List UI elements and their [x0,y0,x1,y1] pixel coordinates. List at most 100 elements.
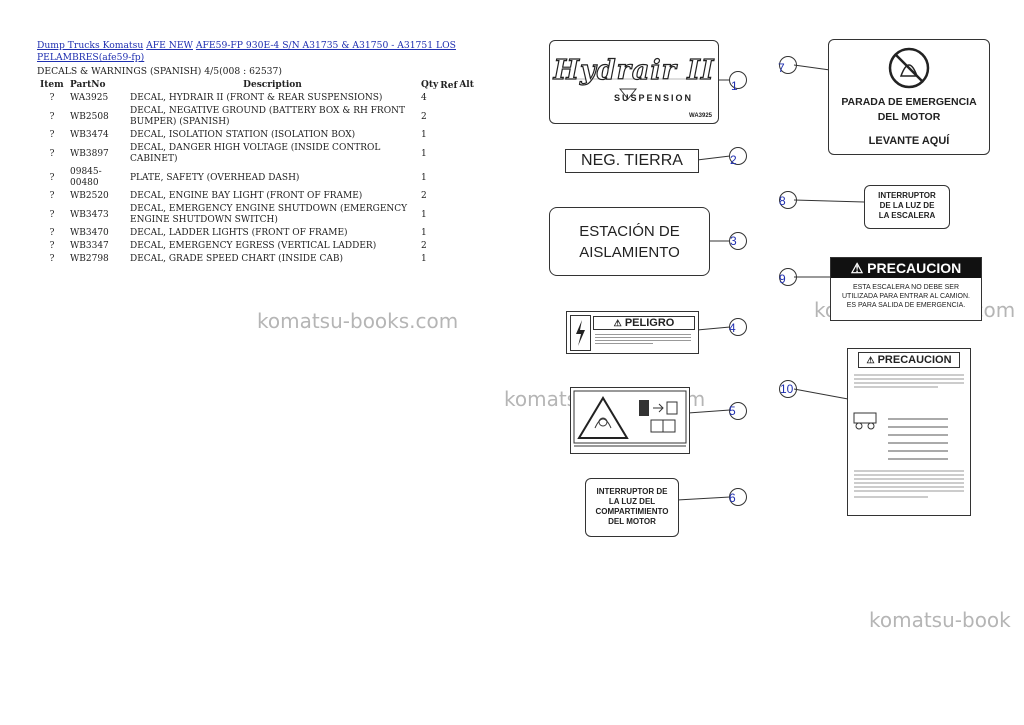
neg-tierra-text: NEG. TIERRA [581,152,683,169]
estacion-line: AISLAMIENTO [579,244,680,261]
col-item: Item [40,80,64,90]
cell-item: ? [49,241,55,251]
cell-description: DECAL, EMERGENCY ENGINE SHUTDOWN (EMERGE… [130,204,408,225]
cell-partno: WB3347 [70,241,109,251]
cell-description: DECAL, ISOLATION STATION (ISOLATION BOX) [130,130,356,140]
callout-number: 9 [779,272,786,286]
cell-description: DECAL, ENGINE BAY LIGHT (FRONT OF FRAME) [130,191,363,201]
table-row: ? WB3473 DECAL, EMERGENCY ENGINE SHUTDOWN … [37,203,477,227]
warning-triangle-icon: ⚠ [866,355,875,365]
callout-circle [779,268,797,286]
cell-qty: 2 [421,111,427,122]
interruptor-escalera-line: LA ESCALERA [878,211,936,220]
decal-neg-tierra: NEG. TIERRA [565,149,699,173]
table-row: ? WA3925 DECAL, HYDRAIR II (FRONT & REAR S… [37,92,477,105]
breadcrumb-link-model[interactable]: AFE59-FP 930E-4 S/N A31735 & A31750 - A3… [37,40,456,63]
callout-circle [729,318,747,336]
cell-qty: 1 [421,148,427,159]
callout-number: 3 [730,234,737,248]
callout-circle [729,71,747,89]
warning-triangle-icon: ⚠ [850,260,864,276]
peligro-title: PELIGRO [624,317,675,329]
estacion-line: ESTACIÓN DE [579,223,680,240]
cell-item: ? [49,148,55,159]
col-qty: Qty [421,80,439,90]
watermark: komatsu-books.com [257,309,459,333]
callout-circle [729,488,747,506]
callout-number: 4 [729,321,736,335]
callout-circle [779,56,797,74]
cell-partno: 09845-00480 [70,167,102,188]
parts-table-body: ? WA3925 DECAL, HYDRAIR II (FRONT & REAR S… [37,92,477,266]
cell-qty: 2 [421,191,427,201]
hydrair-logo [562,78,706,100]
interruptor-motor-line: COMPARTIMIENTO [595,507,669,516]
cell-item: ? [49,93,55,103]
precaucion-header: ⚠ PRECAUCION [831,258,981,278]
breadcrumb-link-afe-new[interactable]: AFE NEW [146,40,193,51]
decal-interruptor-escalera: INTERRUPTOR DE LA LUZ DE LA ESCALERA [864,185,950,229]
parada-line: PARADA DE EMERGENCIA [841,96,977,108]
cell-partno: WB2798 [70,254,109,264]
cell-qty: 2 [421,241,427,251]
decal-estacion: ESTACIÓN DE AISLAMIENTO [549,207,710,276]
table-row: ? WB3347 DECAL, EMERGENCY EGRESS (VERTICAL… [37,240,477,253]
cell-item: ? [49,191,55,201]
hydrair-sub: SUSPENSION [614,93,694,103]
callout-number: 6 [729,491,736,505]
interruptor-motor-line: INTERRUPTOR DE [596,487,668,496]
callout-circle [729,147,747,165]
grade-chart-graphic [853,374,964,498]
interruptor-escalera-line: DE LA LUZ DE [879,201,935,210]
cell-item: ? [49,209,55,220]
cell-qty: 1 [421,209,427,220]
table-header-row: Item PartNo Description Qty Ref Alt [37,80,477,92]
warning-triangle-icon: ⚠ [613,318,622,328]
callout-number: 10 [780,382,794,396]
cell-description: DECAL, NEGATIVE GROUND (BATTERY BOX & RH… [130,106,405,127]
callout-number: 2 [730,153,737,167]
precaucion-line: ESTA ESCALERA NO DEBE SER [852,284,960,291]
table-row: ? 09845-00480 PLATE, SAFETY (OVERHEAD DASH… [37,166,477,190]
cell-item: ? [49,254,55,264]
cell-description: DECAL, EMERGENCY EGRESS (VERTICAL LADDER… [130,241,377,251]
cell-partno: WB3473 [70,209,109,220]
callout-number: 8 [779,194,786,208]
hydrair-code: WA3925 [688,113,712,119]
truck-icon [853,412,877,430]
col-alt: Alt [459,80,474,90]
col-ref: Ref [440,81,458,91]
cell-partno: WB3470 [70,228,109,238]
parada-line: LEVANTE AQUÍ [868,135,950,147]
cell-description: DECAL, HYDRAIR II (FRONT & REAR SUSPENSI… [130,93,383,103]
cell-qty: 4 [421,93,427,103]
callout-circle [729,402,747,420]
decal-peligro: ⚠ PELIGRO [566,311,699,354]
col-partno: PartNo [70,80,106,90]
callout-number: 5 [729,404,736,418]
cell-description: PLATE, SAFETY (OVERHEAD DASH) [130,172,300,183]
hydrair-logo-text: Hydrair II [553,54,715,86]
col-description: Description [243,80,302,90]
breadcrumb-link-dump-trucks[interactable]: Dump Trucks Komatsu [37,40,144,51]
cell-qty: 1 [421,172,427,183]
grade-chart-title: PRECAUCION [877,354,952,366]
interruptor-escalera-line: INTERRUPTOR [878,191,936,200]
cell-item: ? [49,228,55,238]
cell-description: DECAL, DANGER HIGH VOLTAGE (INSIDE CONTR… [130,143,381,164]
parada-line: DEL MOTOR [877,111,941,123]
no-fire-icon [888,47,930,89]
cell-partno: WB2508 [70,111,109,122]
safety-plate-graphic [573,390,687,447]
grade-chart-header: ⚠ PRECAUCION [858,352,960,368]
cell-partno: WA3925 [70,93,109,103]
callout-number: 1 [731,79,738,93]
breadcrumb: Dump Trucks Komatsu AFE NEW AFE59-FP 930… [37,40,457,64]
decal-interruptor-motor: INTERRUPTOR DE LA LUZ DEL COMPARTIMIENTO… [585,478,679,537]
decal-parada: PARADA DE EMERGENCIA DEL MOTOR LEVANTE A… [828,39,990,155]
cell-item: ? [49,172,55,183]
